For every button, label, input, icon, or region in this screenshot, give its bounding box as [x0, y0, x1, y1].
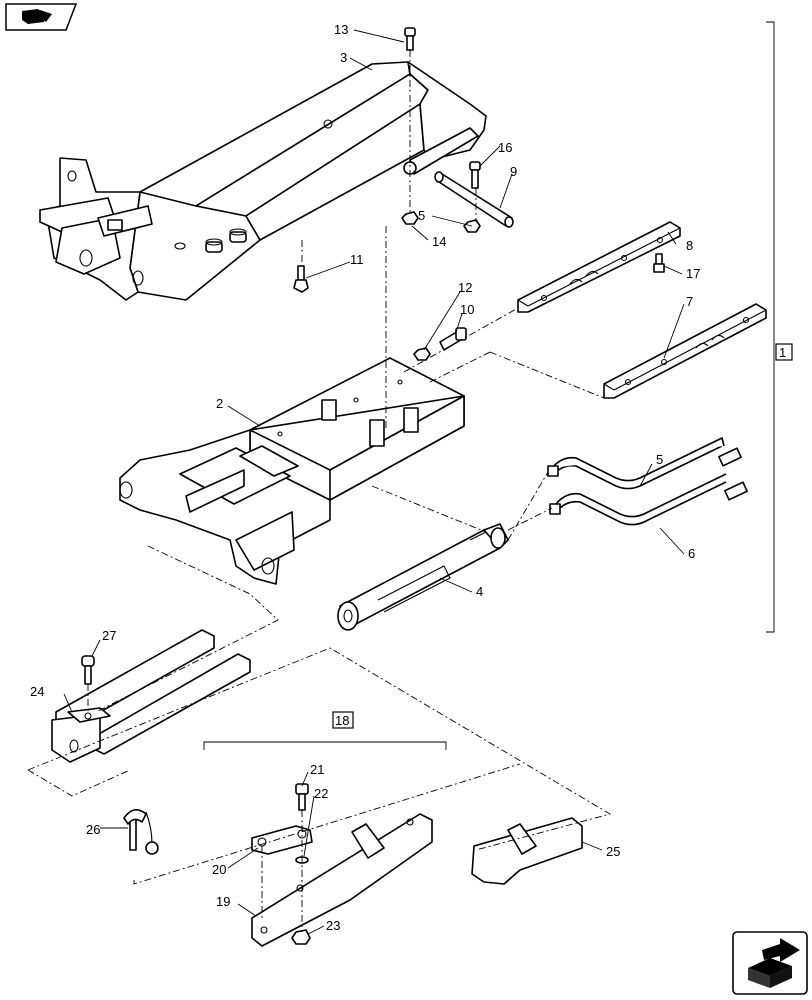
frame-part-3 — [39, 61, 487, 301]
label-7: 7 — [686, 294, 693, 309]
label-11: 11 — [350, 252, 364, 267]
bolt-part-11 — [293, 265, 309, 293]
label-1: 1 — [779, 345, 786, 360]
label-12: 12 — [458, 280, 472, 295]
plate-part-7 — [603, 303, 767, 399]
drawbar-part-24 — [51, 629, 251, 763]
label-14: 14 — [432, 234, 446, 249]
label-3: 3 — [340, 50, 347, 65]
book-arrow-icon[interactable] — [5, 3, 78, 31]
label-2: 2 — [216, 396, 223, 411]
plate-part-8 — [517, 221, 681, 313]
bolt-part-10 — [439, 327, 467, 351]
hitch-part-19 — [251, 813, 433, 947]
label-13: 13 — [334, 22, 348, 37]
group-bracket — [766, 21, 775, 633]
label-5-upper: 5 — [418, 208, 425, 223]
label-box-18 — [332, 711, 354, 729]
label-27: 27 — [102, 628, 116, 643]
label-17: 17 — [686, 266, 700, 281]
label-25: 25 — [606, 844, 620, 859]
link-part-20 — [251, 825, 313, 855]
label-24: 24 — [30, 684, 44, 699]
label-5-hose: 5 — [656, 452, 663, 467]
bolt-part-16 — [469, 161, 481, 189]
label-box-1 — [775, 343, 793, 361]
label-6: 6 — [688, 546, 695, 561]
leader-lines — [63, 29, 685, 935]
nut-part-14 — [401, 211, 419, 225]
label-20: 20 — [212, 862, 226, 877]
label-23: 23 — [326, 918, 340, 933]
lynch-pin-part-26 — [123, 809, 159, 855]
bolt-part-27 — [81, 655, 95, 685]
group-bracket-18 — [203, 741, 447, 750]
bolt-part-21 — [295, 783, 309, 811]
label-18: 18 — [335, 713, 349, 728]
label-8: 8 — [686, 238, 693, 253]
label-19: 19 — [216, 894, 230, 909]
bolt-part-13 — [404, 27, 416, 51]
pin-part-9 — [434, 171, 514, 228]
label-9: 9 — [510, 164, 517, 179]
hitch-part-25 — [471, 817, 583, 885]
label-4: 4 — [476, 584, 483, 599]
label-26: 26 — [86, 822, 100, 837]
hose-part-6 — [549, 473, 748, 526]
callout-labels: 13 3 9 16 5 14 11 8 17 7 12 10 2 4 5 6 2… — [30, 22, 700, 933]
label-21: 21 — [310, 762, 324, 777]
cube-arrow-icon[interactable] — [732, 931, 808, 995]
centerlines — [27, 50, 612, 932]
hose-part-5 — [547, 437, 742, 490]
cylinder-part-4 — [337, 523, 509, 631]
bolt-part-17 — [653, 253, 665, 273]
label-10: 10 — [460, 302, 474, 317]
label-22: 22 — [314, 786, 328, 801]
nut-part-12 — [413, 347, 431, 361]
label-16: 16 — [498, 140, 512, 155]
carriage-part-2 — [119, 357, 465, 585]
nut-part-23 — [291, 929, 311, 945]
